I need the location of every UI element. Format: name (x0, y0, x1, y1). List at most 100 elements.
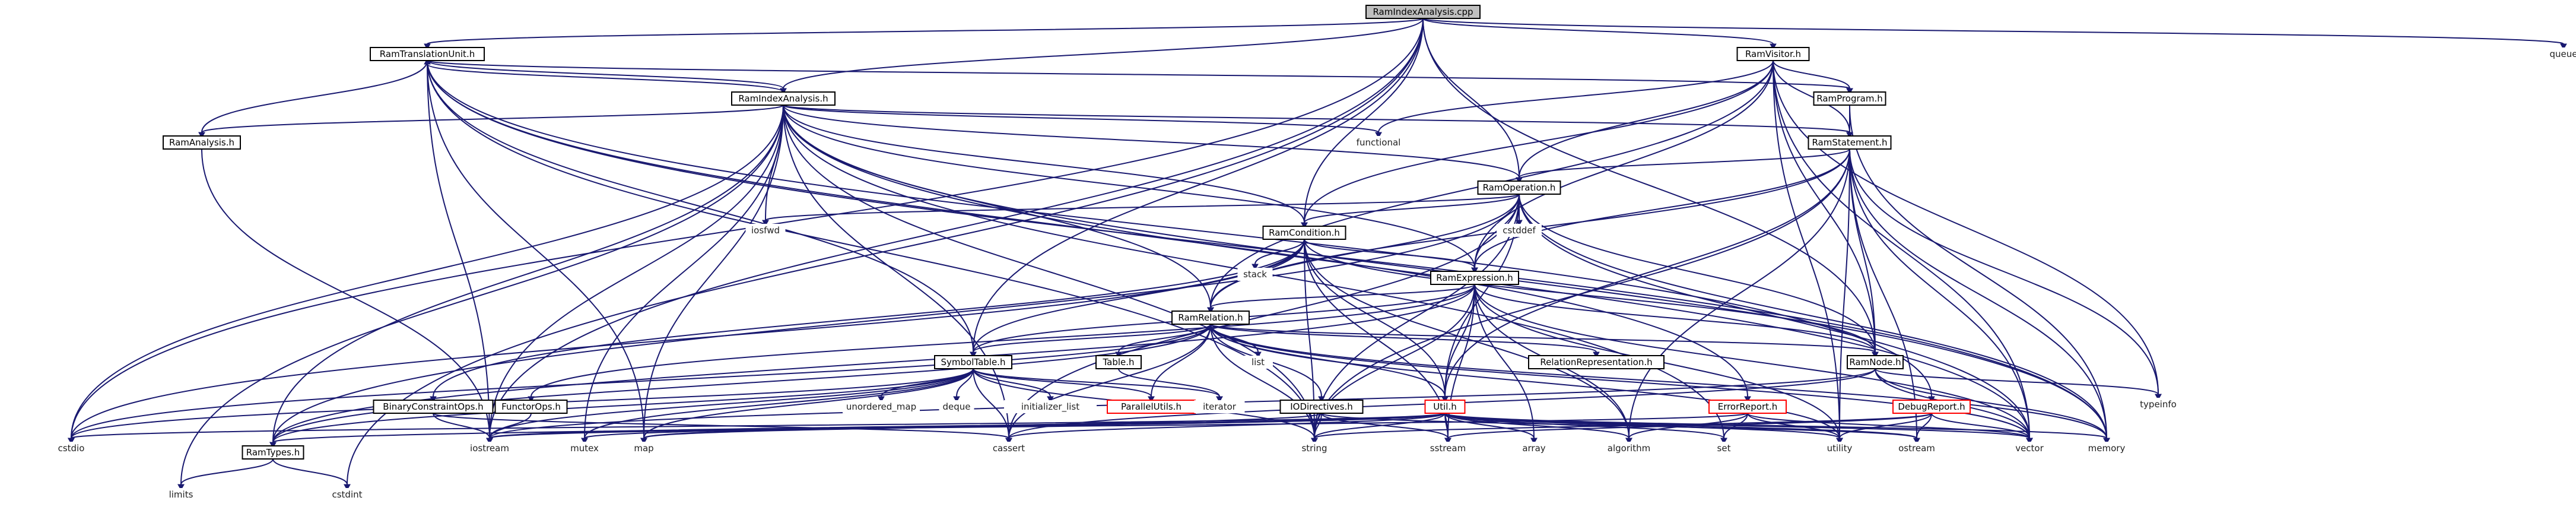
edge-util-to-set (1444, 413, 1724, 439)
edge-root-to-rtu (427, 18, 1424, 45)
edge-symtab-to-mutex (584, 368, 974, 439)
edge-rtu-to-rprogram (427, 60, 1850, 89)
edge-functorops-to-iostream (489, 413, 532, 439)
node-box (1294, 442, 1335, 455)
edge-dbgrep-to-string-arrowhead (1311, 438, 1318, 445)
edge-symtab-to-map (643, 368, 974, 439)
edge-util-to-memory (1444, 413, 2107, 439)
node-label: RamTranslationUnit.h (380, 49, 475, 59)
node-label: iosfwd (751, 225, 780, 236)
edge-symtab-to-deque-arrowhead (953, 396, 960, 403)
edge-root-to-queue (1422, 18, 2564, 45)
edge-rstatement-to-vector (1849, 148, 2030, 439)
node-ramindexanalysis-h[interactable]: RamIndexAnalysis.h (731, 91, 836, 106)
edge-util-to-algorithm (1444, 413, 1630, 439)
edge-rprogram-to-rstatement-arrowhead (1846, 132, 1853, 139)
node-ramtranslationunit-h[interactable]: RamTranslationUnit.h (370, 47, 485, 61)
edge-errrep-to-iostream-arrowhead (486, 438, 493, 445)
node-label: typeinfo (2140, 399, 2177, 410)
node-string: string (1294, 442, 1335, 455)
edge-errrep-to-set-arrowhead (1720, 438, 1727, 445)
node-ramexpression-h[interactable]: RamExpression.h (1430, 271, 1519, 285)
node-list: list (1243, 356, 1273, 369)
edge-rstatement-to-memory (1849, 148, 2107, 439)
node-errorreport-h[interactable]: ErrorReport.h (1708, 400, 1787, 414)
node-ramindexanalysis-cpp[interactable]: RamIndexAnalysis.cpp (1365, 5, 1481, 19)
edge-rcondition-to-rexpression-arrowhead (1471, 267, 1478, 274)
node-symboltable-h[interactable]: SymbolTable.h (934, 355, 1012, 369)
edge-ria_h-to-limits (180, 104, 784, 485)
node-box (1004, 400, 1097, 413)
node-util-h[interactable]: Util.h (1424, 400, 1466, 414)
node-iodirectives-h[interactable]: IODirectives.h (1279, 400, 1364, 414)
node-box (2133, 398, 2184, 411)
edge-rrelation-to-cstdio (71, 324, 1211, 439)
edge-ramtypes-to-cstdint (272, 458, 348, 485)
node-label: unordered_map (846, 401, 916, 413)
node-ramoperation-h[interactable]: RamOperation.h (1477, 180, 1561, 195)
node-box (567, 442, 602, 455)
node-box (1171, 311, 1250, 325)
node-typeinfo: typeinfo (2133, 398, 2184, 411)
node-label: RamExpression.h (1436, 273, 1513, 283)
node-ramanalysis-h[interactable]: RamAnalysis.h (163, 135, 241, 150)
edge-roperation-to-cstddef-arrowhead (1516, 220, 1523, 227)
node-ramtypes-h[interactable]: RamTypes.h (242, 445, 304, 460)
dependency-edges (68, 18, 2567, 491)
node-ramcondition-h[interactable]: RamCondition.h (1262, 226, 1346, 240)
edge-rrelation-to-symtab-arrowhead (970, 351, 977, 359)
edge-rtu-to-errrep-arrowhead (1744, 396, 1751, 403)
edge-roperation-to-rnode (1519, 194, 1876, 353)
edge-roperation-to-iosfwd (765, 194, 1520, 221)
node-ramrelation-h[interactable]: RamRelation.h (1171, 311, 1250, 325)
node-ramvisitor-h[interactable]: RamVisitor.h (1736, 47, 1810, 61)
node-box (1808, 135, 1892, 150)
edge-root-to-queue-arrowhead (2560, 43, 2567, 50)
edge-dbgrep-to-vector (1931, 413, 2030, 439)
edge-symtab-to-parallel (973, 368, 1152, 397)
edge-roperation-to-string (1314, 194, 1520, 439)
node-box (1365, 5, 1481, 19)
edge-rvisitor-to-rprogram-arrowhead (1846, 88, 1853, 95)
node-ramnode-h[interactable]: RamNode.h (1847, 355, 1904, 369)
edge-rnode-to-memory (1875, 368, 2107, 439)
node-ramstatement-h[interactable]: RamStatement.h (1808, 135, 1892, 150)
node-box (1243, 356, 1273, 369)
edge-dbgrep-to-utility-arrowhead (1836, 438, 1843, 445)
edge-ria_h-to-rexpression (783, 104, 1475, 268)
node-cstddef: cstddef (1497, 224, 1542, 237)
edge-root-to-rnode (1422, 18, 1876, 353)
node-box (51, 442, 91, 455)
edge-dbgrep-to-sstream (1447, 413, 1932, 439)
node-parallelutils-h[interactable]: ParallelUtils.h (1107, 400, 1196, 414)
edge-util-to-array-arrowhead (1530, 438, 1538, 445)
node-label: mutex (570, 443, 599, 454)
node-box (1516, 442, 1552, 455)
edge-dbgrep-to-utility (1839, 413, 1932, 439)
edge-dbgrep-to-string (1314, 413, 1932, 439)
edge-dbgrep-to-sstream-arrowhead (1444, 438, 1451, 445)
edge-bco-to-iostream (433, 413, 490, 439)
node-iosfwd: iosfwd (745, 224, 786, 237)
edge-rcondition-to-stack (1254, 239, 1305, 265)
node-label: ParallelUtils.h (1121, 401, 1181, 412)
node-debugreport-h[interactable]: DebugReport.h (1892, 400, 1971, 414)
node-box (1894, 442, 1939, 455)
edge-symtab-to-deque (956, 368, 974, 397)
node-label: SymbolTable.h (941, 357, 1006, 368)
node-functorops-h[interactable]: FunctorOps.h (494, 400, 568, 414)
edge-rexpression-to-array (1474, 284, 1535, 439)
edge-rrelation-to-string (1210, 324, 1315, 439)
node-binaryconstraintops-h[interactable]: BinaryConstraintOps.h (373, 400, 494, 414)
edge-roperation-to-rcondition-arrowhead (1301, 222, 1308, 229)
edge-ria_h-to-functional (783, 104, 1379, 133)
edge-rstatement-to-rexpression (1474, 148, 1850, 268)
node-box (1430, 271, 1519, 285)
edge-rstatement-to-utility (1839, 148, 1850, 439)
edge-rvisitor-to-rstatement (1773, 60, 1850, 133)
node-label: sstream (1430, 443, 1466, 454)
node-relationrepresentation-h[interactable]: RelationRepresentation.h (1528, 355, 1665, 369)
node-table-h[interactable]: Table.h (1095, 355, 1142, 369)
node-ramprogram-h[interactable]: RamProgram.h (1813, 91, 1886, 106)
node-deque: deque (939, 400, 974, 413)
